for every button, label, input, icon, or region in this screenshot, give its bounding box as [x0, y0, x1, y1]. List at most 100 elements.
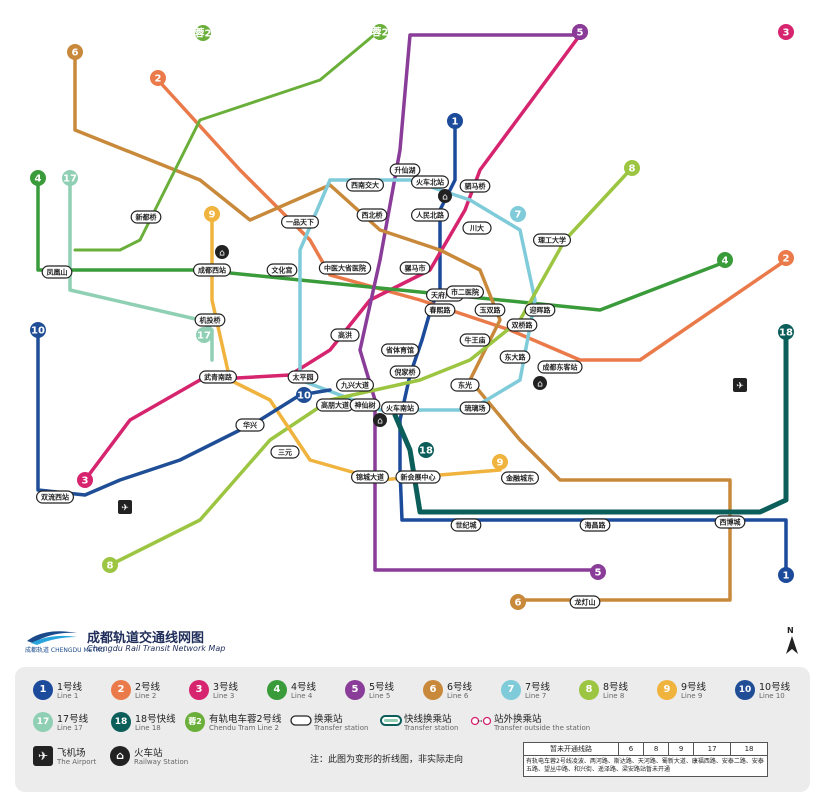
logo-caption: 成都轨道 CHENGDU METRO — [25, 647, 105, 654]
airport-icon: ✈ — [33, 746, 53, 766]
svg-text:迎晖路: 迎晖路 — [530, 306, 552, 315]
line-2-icon: 2 — [111, 680, 131, 700]
transfer-station-yipin[interactable]: 一品天下 — [281, 215, 320, 229]
transfer-station-taiping[interactable]: 太平园 — [287, 370, 319, 384]
svg-text:8: 8 — [629, 164, 636, 175]
svg-text:华兴: 华兴 — [243, 421, 257, 430]
chengdu-metro-logo — [27, 631, 77, 645]
transfer-station-shijicheng[interactable]: 世纪城 — [450, 518, 482, 532]
svg-text:17: 17 — [197, 331, 211, 342]
transfer-station-yulin[interactable]: 玉双路 — [474, 303, 506, 317]
transfer-station-chenguxi[interactable]: 成都西站 — [193, 263, 232, 277]
transfer-station-shuangliuxi[interactable]: 双流西站 — [35, 490, 74, 504]
svg-text:凤凰山: 凤凰山 — [47, 268, 68, 277]
svg-text:6: 6 — [72, 48, 79, 59]
transfer-station-gaohong[interactable]: 高洪 — [330, 328, 360, 342]
line-8-icon: 8 — [579, 680, 599, 700]
transfer-station-jincheng[interactable]: 锦城大道 — [351, 470, 390, 484]
svg-text:理工大学: 理工大学 — [538, 236, 566, 245]
transfer-station-sanyuan[interactable]: 三元 — [270, 445, 300, 459]
legend-line-label-en: Line 3 — [213, 692, 235, 700]
transfer-station-huochebei[interactable]: 火车北站 — [411, 175, 450, 189]
transfer-station-luomashi[interactable]: 骡马市 — [399, 261, 431, 275]
line-badge-l8: 8 — [102, 557, 118, 573]
line-path-l8 — [108, 168, 632, 567]
svg-text:一品天下: 一品天下 — [286, 218, 314, 227]
transfer-station-dongda[interactable]: 东大路 — [499, 350, 531, 364]
svg-text:东大路: 东大路 — [505, 353, 527, 362]
transfer-station-shuangqiao[interactable]: 双桥路 — [506, 318, 538, 332]
transfer-station-xinjiang[interactable]: 新会展中心 — [395, 470, 441, 484]
railway-label-cn: 火车站 — [134, 748, 163, 759]
transfer-station-chunxi[interactable]: 春熙路 — [424, 303, 456, 317]
transfer-station-jiuxing[interactable]: 九兴大道 — [336, 378, 375, 392]
transfer-station-jinsha[interactable]: 金融城东 — [501, 471, 540, 485]
transfer-station-wenhuagong[interactable]: 文化宫 — [266, 263, 298, 277]
transfer-station-yinghui[interactable]: 迎晖路 — [524, 303, 556, 317]
transfer-station-chengdong[interactable]: 成都东客站 — [537, 360, 583, 374]
transfer-station-shenxian[interactable]: 神仙树 — [349, 398, 381, 412]
airport-label-en: The Airport — [57, 758, 97, 766]
svg-text:18: 18 — [419, 446, 433, 457]
transfer-station-jihuo[interactable]: 机投桥 — [194, 313, 226, 327]
svg-text:⌂: ⌂ — [219, 249, 225, 259]
transfer-station-xinan[interactable]: 西南交大 — [346, 178, 385, 192]
transfer-station-xibeiqiao[interactable]: 西北桥 — [356, 208, 388, 222]
transfer-station-fenghuang[interactable]: 凤凰山 — [41, 265, 73, 279]
transfer-station-gaopeng[interactable]: 高朋大道 — [316, 398, 355, 412]
transfer-station-lijing[interactable]: 理工大学 — [532, 233, 571, 247]
svg-text:世纪城: 世纪城 — [456, 521, 477, 530]
legend-line-label-en: Line 7 — [525, 692, 547, 700]
transfer-station-xinduqiao[interactable]: 新都桥 — [130, 210, 162, 224]
express-transfer-label-en: Transfer station — [404, 724, 459, 732]
transfer-station-shierqiao[interactable]: 市二医院 — [446, 285, 485, 299]
transfer-station-huajiu[interactable]: 华兴 — [235, 418, 265, 432]
line-path-tram2 — [73, 28, 382, 252]
transfer-station-haichang[interactable]: 海昌路 — [579, 518, 611, 532]
transfer-station-dongguang[interactable]: 东光 — [450, 378, 480, 392]
transfer-station-simaqiao[interactable]: 驷马桥 — [459, 179, 491, 193]
legend-line-label-cn: 7号线 — [525, 682, 551, 693]
railway-label-en: Railway Station — [134, 758, 189, 766]
svg-text:骡马市: 骡马市 — [405, 264, 426, 273]
line-badge-l10: 10 — [30, 322, 46, 338]
transfer-station-wuhou[interactable]: 武青南路 — [199, 370, 238, 384]
line-path-l5 — [358, 33, 600, 572]
svg-text:2: 2 — [783, 254, 790, 265]
transfer-station-xiboyuan[interactable]: 西博城 — [714, 515, 746, 529]
transfer-station-shengtiyu[interactable]: 省体育馆 — [381, 343, 420, 357]
transfer-station-zhongyi[interactable]: 中医大省医院 — [318, 261, 372, 275]
map-title-cn: 成都轨道交通线网图 — [87, 631, 205, 646]
svg-text:⌂: ⌂ — [537, 380, 543, 390]
transfer-station-niuwang[interactable]: 牛王庙 — [459, 333, 491, 347]
legend-line-label-cn: 5号线 — [369, 682, 395, 693]
line-badge-l3: 3 — [778, 24, 794, 40]
line-badge-l9: 9 — [492, 454, 508, 470]
not-open-header-row: 暂未开通线路 6 8 9 17 18 — [523, 742, 768, 756]
transfer-station-longdeng[interactable]: 龙灯山 — [569, 595, 601, 609]
transfer-station-shengfu[interactable]: 升仙湖 — [389, 163, 421, 177]
metro-map: 火车北站人民北路骡马市天府广场省体育馆倪家桥火车南站西南交大西北桥中医大省医院一… — [30, 24, 794, 610]
not-open-table: 暂未开通线路 6 8 9 17 18 有轨电车蓉2号线凌波、两河路、斯达路、天河… — [523, 742, 768, 777]
transfer-station-liuli[interactable]: 琉璃场 — [459, 401, 491, 415]
legend-line-label-cn: 2号线 — [135, 682, 161, 693]
svg-text:人民北路: 人民北路 — [416, 211, 445, 220]
line-10-icon: 10 — [735, 680, 755, 700]
outside-transfer-label-cn: 站外换乘站 — [494, 714, 542, 725]
svg-text:高朋大道: 高朋大道 — [321, 401, 349, 410]
line-9-icon: 9 — [657, 680, 677, 700]
line-18-icon: 18 — [111, 712, 131, 732]
railway-station-icon: ⌂ — [373, 413, 387, 427]
line-path-l3 — [83, 33, 582, 482]
svg-text:10: 10 — [31, 326, 45, 337]
line-badge-tram2: 蓉2 — [194, 25, 212, 41]
transfer-station-nijiaqiao[interactable]: 倪家桥 — [389, 365, 421, 379]
legend-line-label-en: Line 10 — [759, 692, 785, 700]
svg-text:17: 17 — [63, 174, 77, 185]
transfer-station-renminbeilu[interactable]: 人民北路 — [411, 208, 450, 222]
legend-line-label-cn: 17号线 — [57, 714, 89, 725]
transfer-station-huochenan[interactable]: 火车南站 — [381, 401, 420, 415]
line-badge-l5: 5 — [590, 564, 606, 580]
line-badge-l3: 3 — [77, 472, 93, 488]
transfer-station-chuanda[interactable]: 川大 — [462, 221, 492, 235]
